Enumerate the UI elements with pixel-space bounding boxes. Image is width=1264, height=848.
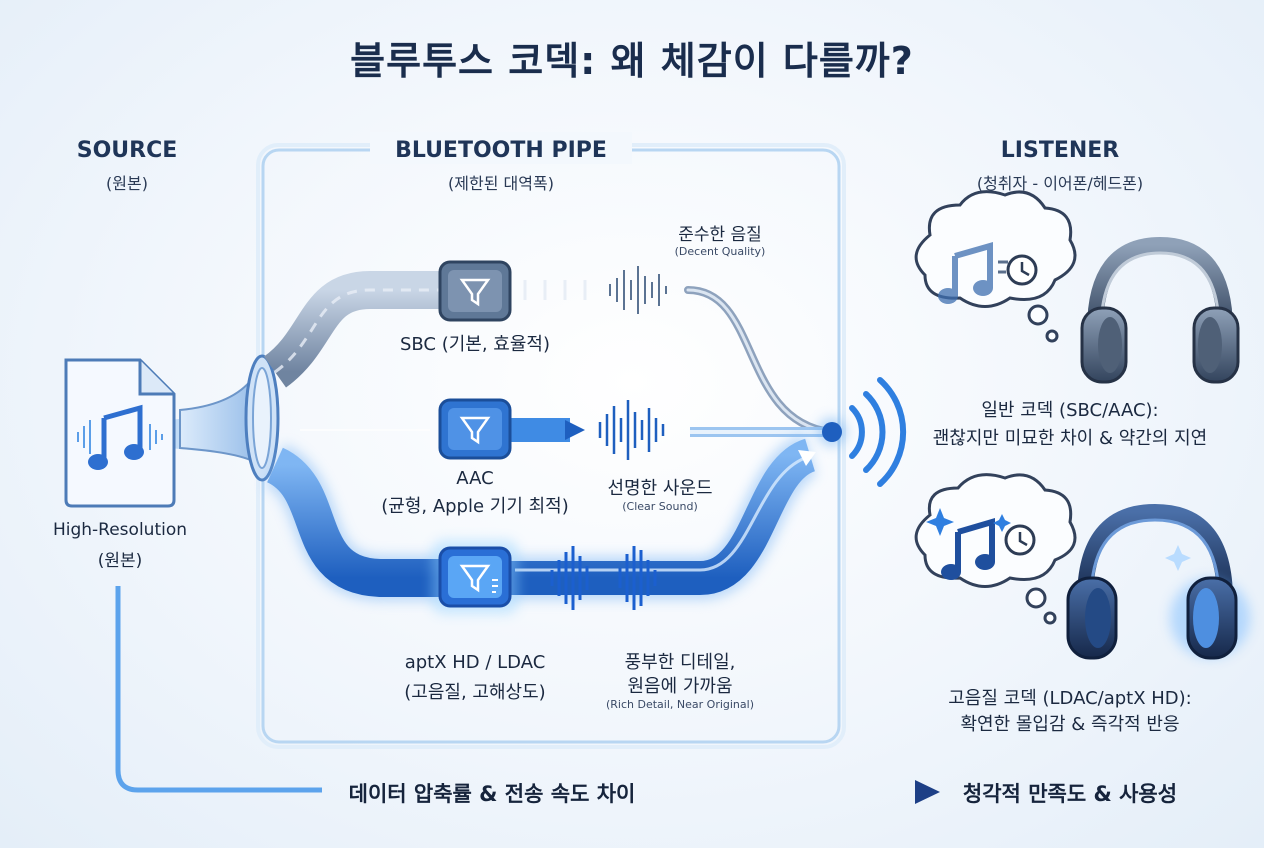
pipe-heading: BLUETOOTH PIPE [395,138,607,163]
listener-subheading: (청취자 - 이어폰/헤드폰) [976,174,1144,193]
thought-bubble-normal [914,190,1077,343]
headphones-hd-icon [1066,503,1250,660]
document-music-icon [64,358,176,508]
sbc-waveform [609,266,667,314]
pipe-subheading: (제한된 대역폭) [448,174,554,193]
sbc-label: SBC (기본, 효율적) [399,334,551,355]
aac-sublabel: (균형, Apple 기기 최적) [381,496,569,517]
hd-quality-1: 풍부한 디테일, [624,652,736,673]
source-heading: SOURCE [76,138,178,163]
sbc-output [684,286,834,436]
aac-quality: 선명한 사운드 [607,478,713,499]
flow-arrowhead [915,780,940,804]
clock-icon [1006,254,1038,286]
thought-bubble-hd [914,473,1077,625]
flow-line-left [115,586,322,793]
clock-hd-icon [1004,524,1036,556]
hd-label: aptX HD / LDAC [404,652,546,673]
pipe-heading-bg [370,132,632,164]
hd-waveform [550,546,657,610]
hd-sublabel: (고음질, 고해상도) [404,682,546,703]
page-title: 블루투스 코덱: 왜 체감이 다를까? [350,39,914,83]
hd-pipe [265,447,440,597]
source-file-sublabel: (원본) [97,551,143,571]
aac-arrowhead [565,420,585,440]
hd-quality-2: 원음에 가까움 [627,676,733,697]
sbc-filter [438,260,512,322]
bottom-left-label: 데이터 압축률 & 전송 속도 차이 [348,782,636,806]
result-normal-desc: 괜찮지만 미묘한 차이 & 약간의 지연 [932,428,1208,449]
result-hd-desc: 확연한 몰입감 & 즉각적 반응 [960,714,1180,735]
result-normal-title: 일반 코덱 (SBC/AAC): [981,400,1159,421]
aac-label: AAC [456,468,494,489]
headphones-icon [1080,236,1240,384]
sbc-quality-en: (Decent Quality) [674,245,766,258]
source-subheading: (원본) [106,174,148,193]
hd-arrowhead [798,450,816,466]
music-note-hd-icon [941,517,995,580]
bottom-right-label: 청각적 만족도 & 사용성 [962,782,1178,806]
source-file-label: High-Resolution [52,520,188,540]
wifi-signal-icon [818,377,907,487]
result-hd-title: 고음질 코덱 (LDAC/aptX HD): [948,688,1192,709]
aac-filter [438,398,512,460]
hd-quality-en: (Rich Detail, Near Original) [606,698,754,711]
aac-waveform [598,400,665,460]
motion-lines [998,260,1008,274]
sbc-quality: 준수한 음질 [678,225,762,245]
sparkle-icon [926,508,1011,536]
hd-filter [432,540,518,614]
aac-quality-en: (Clear Sound) [622,500,698,513]
listener-heading: LISTENER [1000,138,1120,163]
music-note-icon [938,242,993,304]
